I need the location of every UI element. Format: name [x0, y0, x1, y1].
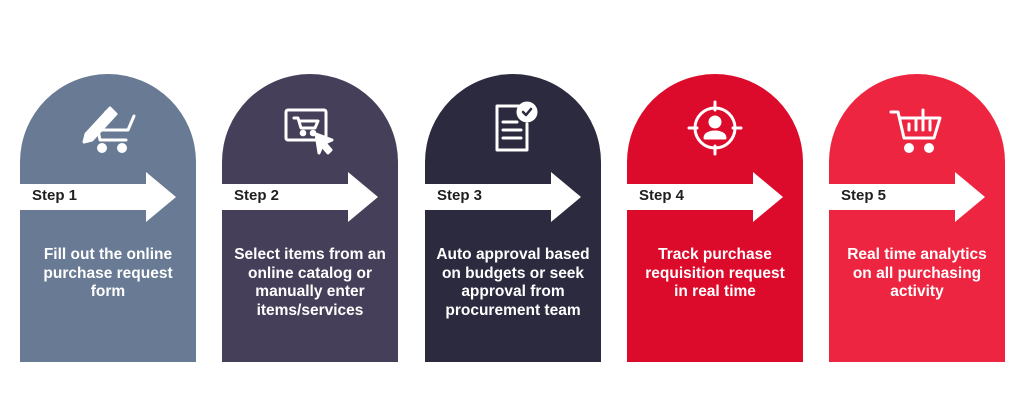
document-check-icon — [481, 100, 545, 156]
online-cart-cursor-icon — [278, 100, 342, 156]
step-description-2: Select items from an online catalog or m… — [234, 246, 386, 319]
step-card-1: Step 1 Fill out the online purchase requ… — [20, 74, 196, 362]
step-description-1: Fill out the online purchase request for… — [43, 246, 173, 300]
step-description-5: Real time analytics on all purchasing ac… — [847, 246, 987, 300]
step-label-2: Step 2 — [234, 187, 280, 204]
step-card-3: Step 3 Auto approval based on budgets or… — [425, 74, 601, 362]
step-label-1: Step 1 — [32, 187, 78, 204]
step-label-4: Step 4 — [639, 187, 685, 204]
step-card-5: Step 5 Real time analytics on all purcha… — [829, 74, 1005, 362]
step-arrow-4: Step 4 — [627, 172, 783, 222]
step-arrow-5: Step 5 — [829, 172, 985, 222]
step-label-5: Step 5 — [841, 187, 887, 204]
cart-analytics-icon — [885, 100, 949, 156]
step-arrow-1: Step 1 — [20, 172, 176, 222]
user-target-icon — [683, 100, 747, 156]
step-label-3: Step 3 — [437, 187, 483, 204]
step-arrow-2: Step 2 — [222, 172, 378, 222]
step-description-4: Track purchase requisition request in re… — [645, 246, 785, 300]
step-card-2: Step 2 Select items from an online catal… — [222, 74, 398, 362]
step-description-3: Auto approval based on budgets or seek a… — [436, 246, 590, 319]
cart-pencil-icon — [76, 100, 140, 156]
step-arrow-3: Step 3 — [425, 172, 581, 222]
step-card-4: Step 4 Track purchase requisition reques… — [627, 74, 803, 362]
